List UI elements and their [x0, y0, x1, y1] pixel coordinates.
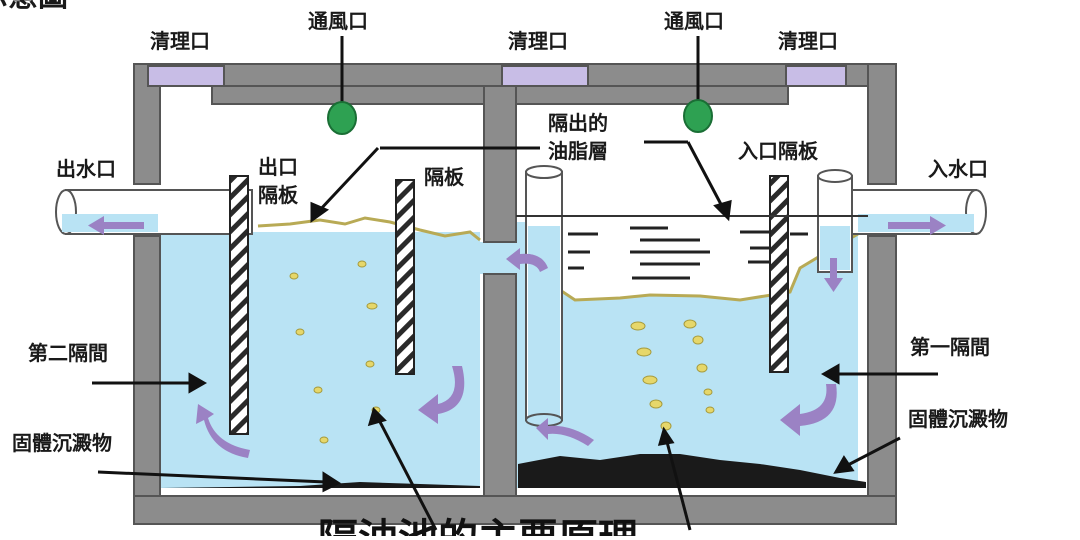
oil-droplet-icon: [696, 363, 708, 373]
oil-droplet-icon: [703, 388, 713, 396]
flow-arrow-icon: [780, 384, 837, 436]
label-grease-2: 油脂層: [548, 139, 608, 163]
oil-droplet-icon: [636, 347, 652, 357]
label-outlet-baffle-2: 隔板: [258, 183, 299, 207]
label-vent-right: 通風口: [664, 9, 724, 33]
cleanout-cap-icon: [785, 65, 847, 87]
flow-arrow-icon: [536, 418, 594, 446]
vent-icon: [683, 99, 713, 133]
middle-baffle: [395, 179, 415, 375]
oil-droplet-icon: [319, 436, 329, 444]
label-cleanout-left: 清理口: [150, 29, 210, 53]
oil-droplet-icon: [313, 386, 323, 394]
flow-arrow-icon: [506, 248, 548, 272]
oil-droplet-icon: [642, 375, 658, 385]
label-baffle: 隔板: [424, 165, 465, 189]
label-cleanout-right: 清理口: [778, 29, 838, 53]
oil-droplet-icon: [289, 272, 299, 280]
sediment-left: [160, 482, 480, 488]
label-inlet: 入水口: [928, 157, 988, 181]
leader-lines: [92, 140, 938, 531]
label-outlet: 出水口: [56, 157, 116, 181]
vent-icon: [327, 101, 357, 135]
outlet-pipe: [55, 189, 253, 235]
transfer-pipe: [525, 165, 563, 427]
flow-arrow-icon: [88, 216, 144, 235]
caption: 隔油池的主要原理: [318, 516, 638, 536]
flow-arrows: [88, 216, 946, 458]
inlet-pipe: [817, 169, 987, 273]
oil-droplet-icon: [649, 399, 663, 409]
label-outlet-baffle-1: 出口: [258, 155, 298, 179]
header-fragment: 示意圖: [0, 0, 68, 14]
oil-droplet-icon: [357, 260, 367, 268]
label-vent-left: 通風口: [308, 9, 368, 33]
outlet-baffle: [229, 175, 249, 435]
grease-dashes: [568, 226, 808, 280]
oil-droplet-icon: [692, 335, 704, 345]
label-inlet-baffle: 入口隔板: [738, 139, 819, 163]
label-solids-right: 固體沉澱物: [908, 407, 1008, 431]
sediment-right: [518, 454, 866, 488]
grease-boundary-left: [257, 216, 481, 242]
grease-boundary-right: [559, 232, 859, 302]
inlet-baffle: [769, 175, 789, 373]
cleanout-cap-icon: [501, 65, 589, 87]
flow-arrow-icon: [824, 258, 843, 292]
flow-arrow-icon: [196, 404, 250, 458]
oil-droplet-icon: [705, 406, 715, 414]
oil-droplet-icon: [630, 321, 646, 331]
label-chamber-two: 第二隔間: [28, 341, 108, 365]
flow-arrow-icon: [888, 216, 946, 235]
tank-walls: [133, 63, 897, 525]
oil-droplet-icon: [366, 302, 378, 310]
oil-droplet-icon: [365, 360, 375, 368]
flow-arrow-icon: [418, 366, 465, 424]
oil-droplet-icon: [660, 421, 672, 431]
label-grease-1: 隔出的: [548, 111, 608, 135]
cleanout-cap-icon: [147, 65, 225, 87]
label-cleanout-mid: 清理口: [508, 29, 568, 53]
oil-droplet-icon: [295, 328, 305, 336]
oil-droplet-icon: [683, 319, 697, 329]
label-chamber-one: 第一隔間: [910, 335, 990, 359]
water-left-chamber: [160, 232, 480, 488]
label-solids-left: 固體沉澱物: [12, 431, 112, 455]
